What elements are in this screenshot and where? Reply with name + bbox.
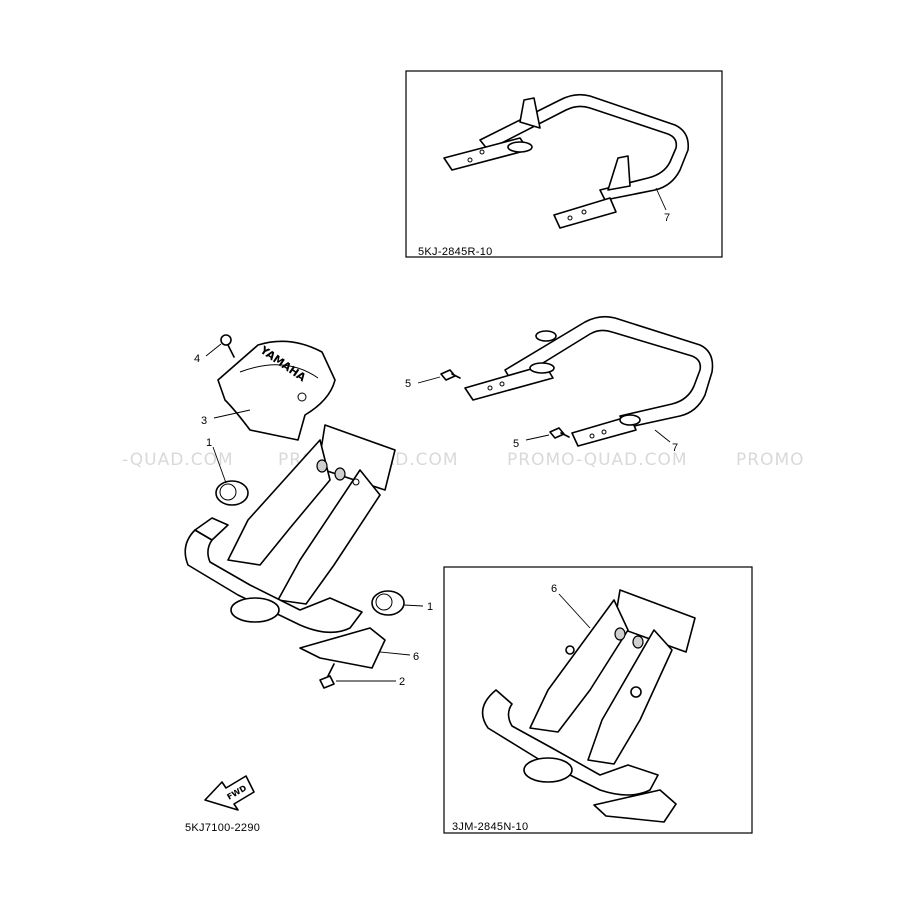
callout-2: 2 bbox=[399, 676, 405, 688]
inset-code: 3JM-2845N-10 bbox=[452, 821, 528, 833]
callout-3: 3 bbox=[201, 415, 207, 427]
watermark-text: PROMO bbox=[736, 450, 805, 470]
front-bumper-main bbox=[184, 424, 396, 669]
grab-bar-illustration bbox=[443, 93, 690, 229]
grommet-1-right bbox=[371, 590, 405, 616]
callout-6: 6 bbox=[551, 583, 557, 595]
inset-code: 5KJ-2845R-10 bbox=[418, 246, 493, 258]
fwd-arrow: FWD bbox=[204, 775, 255, 811]
diagram-code: 5KJ7100-2290 bbox=[185, 822, 260, 834]
watermark-text: PROMO-QUAD.COM bbox=[507, 450, 688, 470]
front-bumper-inset bbox=[481, 589, 696, 823]
inset-bottom-right: 6 3JM-2845N-10 bbox=[443, 566, 753, 834]
callout-5: 5 bbox=[513, 438, 519, 450]
callout-7: 7 bbox=[672, 442, 678, 454]
bolt-2 bbox=[319, 663, 335, 689]
callout-6: 6 bbox=[413, 651, 419, 663]
callout-1: 1 bbox=[427, 601, 433, 613]
watermark-row: -QUAD.COM PROMO-QUAD.COM PROMO-QUAD.COM … bbox=[122, 450, 805, 470]
callout-7: 7 bbox=[664, 212, 670, 224]
grommet-1-left bbox=[215, 480, 249, 506]
inset-top-right: 7 5KJ-2845R-10 bbox=[405, 70, 723, 258]
callout-5: 5 bbox=[405, 378, 411, 390]
callout-1: 1 bbox=[206, 437, 212, 449]
watermark-text: -QUAD.COM bbox=[122, 450, 234, 470]
inset-frame bbox=[443, 566, 753, 834]
screw-4 bbox=[220, 334, 235, 358]
bolt-5-upper bbox=[440, 369, 461, 381]
cover-3: YAMAHA bbox=[217, 340, 336, 441]
callout-4: 4 bbox=[194, 353, 200, 365]
grab-bar-main bbox=[464, 315, 714, 447]
bolt-5-lower bbox=[549, 427, 570, 439]
inset-frame bbox=[405, 70, 723, 258]
